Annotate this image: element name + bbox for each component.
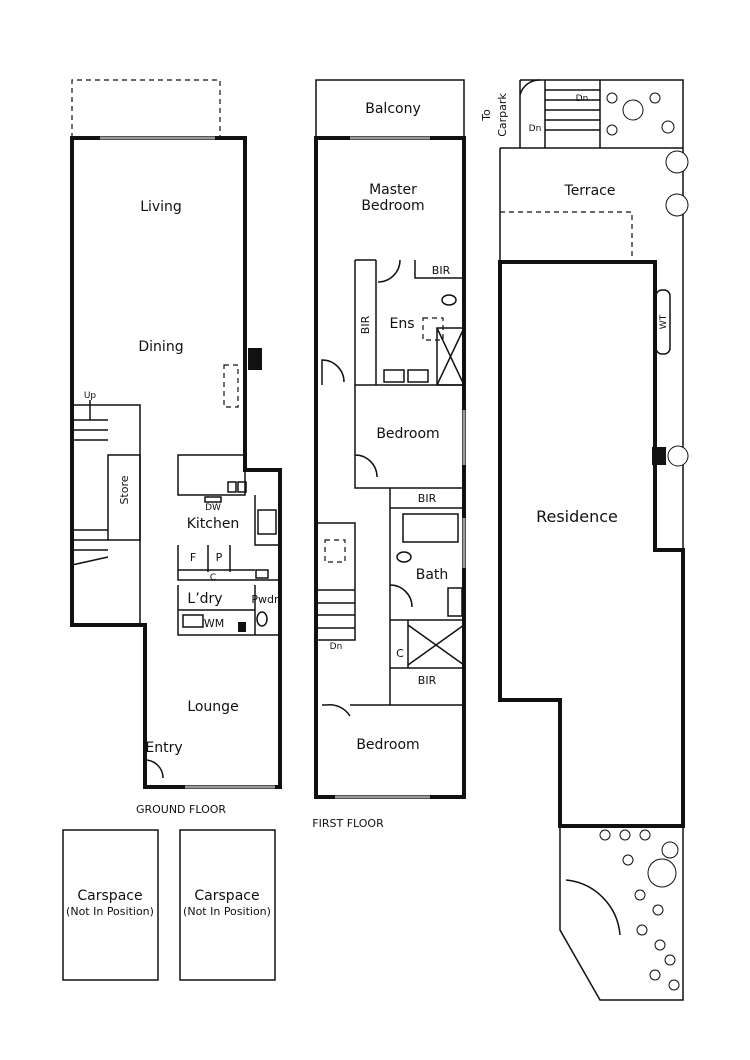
entry-door <box>144 759 164 787</box>
room-label-store: Store <box>118 475 131 504</box>
room-label-bedroom-2: Bedroom <box>376 426 439 442</box>
first-floor-plan: Balcony Master Bedroom BIR BIR Ens Bedro… <box>312 79 466 830</box>
ensuite-toilet-icon <box>441 294 457 306</box>
residence-label: Residence <box>536 507 618 526</box>
dishwasher <box>204 496 222 503</box>
wm-label: WM <box>204 617 224 630</box>
room-label-bedroom-3: Bedroom <box>356 737 419 753</box>
bir-master-label: BIR <box>432 264 451 277</box>
room-label-dining: Dining <box>138 339 183 355</box>
water-tank <box>655 289 671 355</box>
room-label-kitchen: Kitchen <box>187 516 240 532</box>
terrace-outline <box>499 79 684 550</box>
ground-floor-plan: Living Dining Up Store DW Kitchen F P C … <box>70 79 282 816</box>
bath-walls <box>389 488 464 706</box>
bedroom2-walls <box>321 359 464 489</box>
toilet-icon <box>256 611 268 627</box>
stairs-down-label: Dn <box>330 642 343 652</box>
laundry-walls <box>177 585 280 636</box>
carspace-1 <box>62 829 159 981</box>
bath-toilet-icon <box>396 551 412 563</box>
fridge-pantry <box>177 545 280 581</box>
kitchen-island <box>177 454 246 496</box>
room-label-balcony: Balcony <box>365 101 421 117</box>
carspace-2 <box>179 829 276 981</box>
room-label-living: Living <box>140 199 182 215</box>
carspace-2-note: (Not In Position) <box>183 905 271 918</box>
bir-3-label: BIR <box>418 674 437 687</box>
to-carpark-label-1: To <box>480 109 493 122</box>
store-room <box>107 454 141 541</box>
room-label-powder: Pwdr <box>251 593 279 606</box>
dw-label: DW <box>205 503 221 513</box>
bir-side-label: BIR <box>359 315 372 334</box>
fridge-label: F <box>190 551 196 564</box>
carspace-2-label: Carspace <box>194 888 259 904</box>
carspaces: Carspace (Not In Position) Carspace (Not… <box>62 829 276 981</box>
cooktop-icon <box>257 509 277 535</box>
stairs-up-label: Up <box>84 391 97 401</box>
cupboard-label: C <box>396 647 404 660</box>
kitchen-bench <box>254 495 280 546</box>
room-label-entry: Entry <box>145 740 182 756</box>
pantry-label: P <box>216 551 223 564</box>
first-floor-stairs <box>316 522 356 641</box>
ground-stairs <box>71 400 141 625</box>
garden-trees <box>599 92 689 991</box>
room-label-ensuite: Ens <box>389 316 414 332</box>
room-label-lounge: Lounge <box>187 699 238 715</box>
room-label-laundry: L’dry <box>187 591 222 607</box>
room-label-bath: Bath <box>416 567 449 583</box>
carspace-1-note: (Not In Position) <box>66 905 154 918</box>
washing-machine <box>182 614 204 628</box>
chimney <box>248 348 262 370</box>
bir-2-label: BIR <box>418 492 437 505</box>
ground-deck-outline <box>71 79 221 138</box>
pergola-outline <box>500 211 633 262</box>
to-carpark-label-2: Carpark <box>496 93 509 137</box>
room-label-master-1: Master <box>369 182 417 198</box>
first-floor-title: FIRST FLOOR <box>312 817 384 830</box>
rear-garden-outline <box>559 826 684 1001</box>
ground-floor-title: GROUND FLOOR <box>136 803 226 816</box>
dining-skylight <box>223 364 239 408</box>
room-label-master-2: Bedroom <box>361 198 424 214</box>
bedroom3-door <box>322 703 390 717</box>
steps-down-label-1: Dn <box>576 94 589 104</box>
water-tank-label: WT <box>659 314 669 329</box>
ensuite-shower <box>436 327 465 386</box>
site-plan: To Carpark Dn Dn Terrace WT Residence <box>480 79 689 1001</box>
cupboard-label: C <box>210 573 216 583</box>
bathtub <box>402 513 459 543</box>
carspace-1-label: Carspace <box>77 888 142 904</box>
steps-down-label-2: Dn <box>529 124 542 134</box>
ground-floor-walls <box>70 136 282 789</box>
terrace-label: Terrace <box>564 183 616 199</box>
